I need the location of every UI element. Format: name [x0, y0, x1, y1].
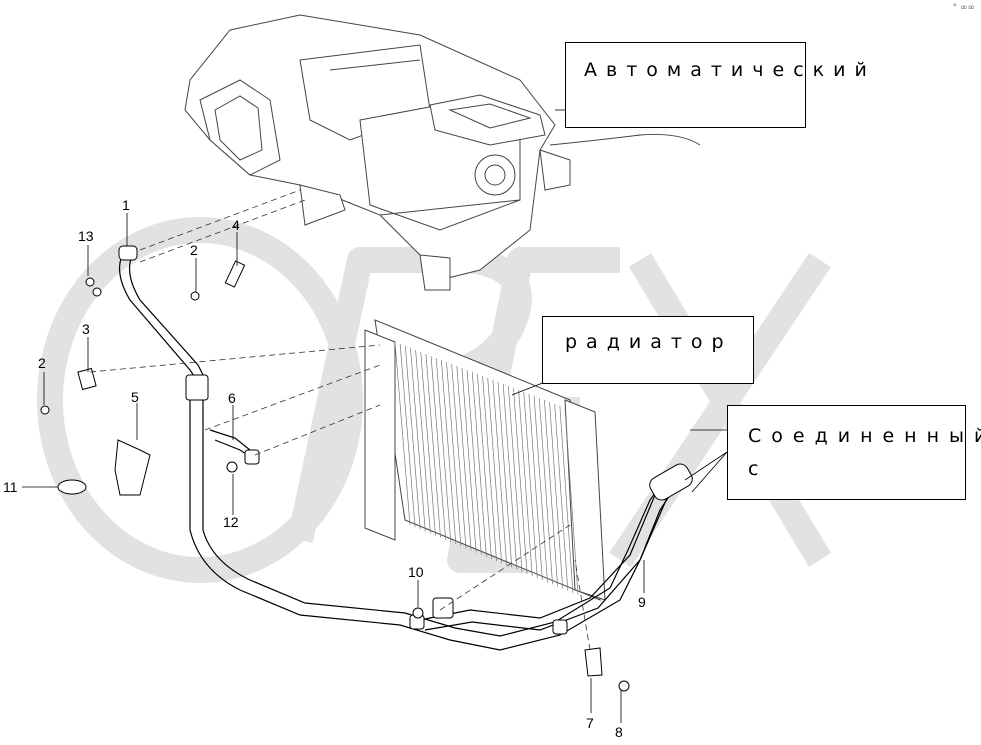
- part-number: 13: [78, 228, 94, 244]
- radiator-fin: [492, 379, 508, 566]
- radiator-fin: [559, 405, 574, 593]
- part-number: 4: [232, 217, 240, 233]
- radiator-fin: [435, 357, 452, 542]
- part-number: 12: [223, 514, 239, 530]
- radiator-fin: [518, 389, 533, 576]
- callout-radiator: радиатор: [542, 316, 754, 384]
- part-number: 7: [586, 715, 594, 731]
- radiator-fin: [497, 381, 513, 568]
- radiator-fin: [451, 363, 467, 549]
- part-number: 8: [615, 724, 623, 740]
- assembly-lines: [89, 189, 591, 651]
- radiator-fin: [415, 349, 431, 534]
- part-number: 11: [3, 479, 18, 495]
- part-number: 3: [82, 321, 90, 337]
- radiator-fin: [523, 391, 538, 579]
- radiator-fin: [404, 345, 421, 530]
- radiator-fin: [564, 407, 579, 596]
- radiator-fin: [487, 377, 502, 564]
- radiator-fin: [410, 347, 426, 532]
- callout-connected-text: Соединенный с: [748, 425, 981, 480]
- radiator-fin: [399, 343, 416, 528]
- part-number: 10: [408, 564, 424, 580]
- radiator-fin: [466, 369, 482, 555]
- part-number: 1: [122, 197, 130, 213]
- callout-automatic-text: Автоматический: [584, 59, 876, 81]
- callout-connected: Соединенный с: [727, 405, 981, 500]
- radiator-fin: [507, 385, 523, 572]
- radiator-fin: [394, 341, 411, 526]
- radiator-fin: [430, 355, 446, 540]
- leader-lines: [22, 109, 728, 723]
- radiator-fin: [554, 403, 569, 591]
- part-number-labels: 1 2 2 3 4 5 6 7 8 9 10 11 12 13: [3, 197, 646, 740]
- radiator-fin: [456, 365, 472, 551]
- part-number: 5: [131, 389, 139, 405]
- bolts: [40, 277, 630, 692]
- corner-mark: ° ∞∞: [952, 3, 975, 13]
- radiator-fin: [441, 359, 457, 545]
- callout-automatic: Автоматический: [565, 42, 867, 128]
- radiator-fins: [394, 341, 579, 596]
- part-number: 2: [190, 242, 198, 258]
- radiator-fin: [549, 401, 564, 589]
- callout-radiator-text: радиатор: [565, 331, 733, 353]
- pipe-fittings: [57, 245, 693, 677]
- hvac-unit: [184, 14, 701, 291]
- radiator-fin: [544, 399, 558, 587]
- radiator-fin: [471, 371, 487, 557]
- radiator-fin: [528, 393, 543, 581]
- radiator-fin: [538, 397, 553, 585]
- radiator-fin: [502, 383, 518, 570]
- part-number: 9: [638, 594, 646, 610]
- radiator-fin: [482, 375, 497, 562]
- radiator-fin: [425, 353, 441, 538]
- radiator-fin: [461, 367, 477, 553]
- part-number: 2: [38, 355, 46, 371]
- radiator-fin: [533, 395, 548, 583]
- radiator-fin: [446, 361, 462, 547]
- radiator-fin: [420, 351, 436, 536]
- radiator-fin: [513, 387, 528, 574]
- part-number: 6: [228, 390, 236, 406]
- radiator-fin: [477, 373, 492, 559]
